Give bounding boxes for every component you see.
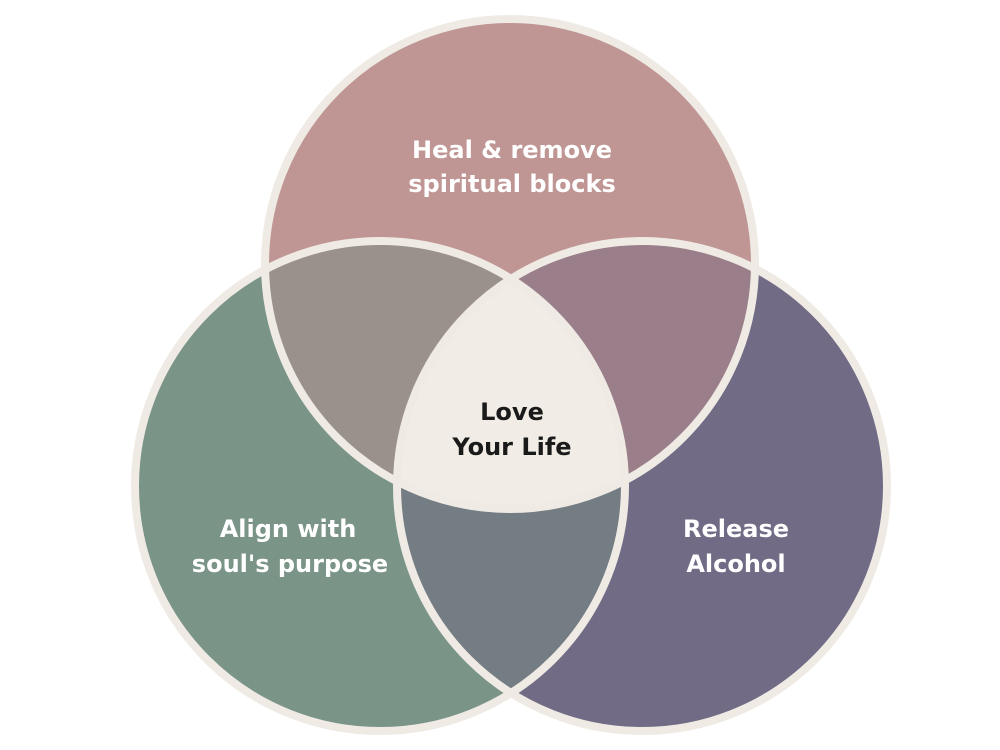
top-label-line2: spiritual blocks <box>408 170 615 198</box>
circle-top-border <box>261 15 759 513</box>
top-label-line1: Heal & remove <box>412 136 612 164</box>
center-label-line2: Your Life <box>451 433 571 461</box>
left-label-line2: soul's purpose <box>192 550 388 578</box>
circle-left-border <box>131 237 629 735</box>
circle-right-border <box>393 237 891 735</box>
right-label-line1: Release <box>683 515 789 543</box>
right-label-line2: Alcohol <box>686 550 785 578</box>
left-label-line1: Align with <box>220 515 357 543</box>
center-label-line1: Love <box>480 398 544 426</box>
